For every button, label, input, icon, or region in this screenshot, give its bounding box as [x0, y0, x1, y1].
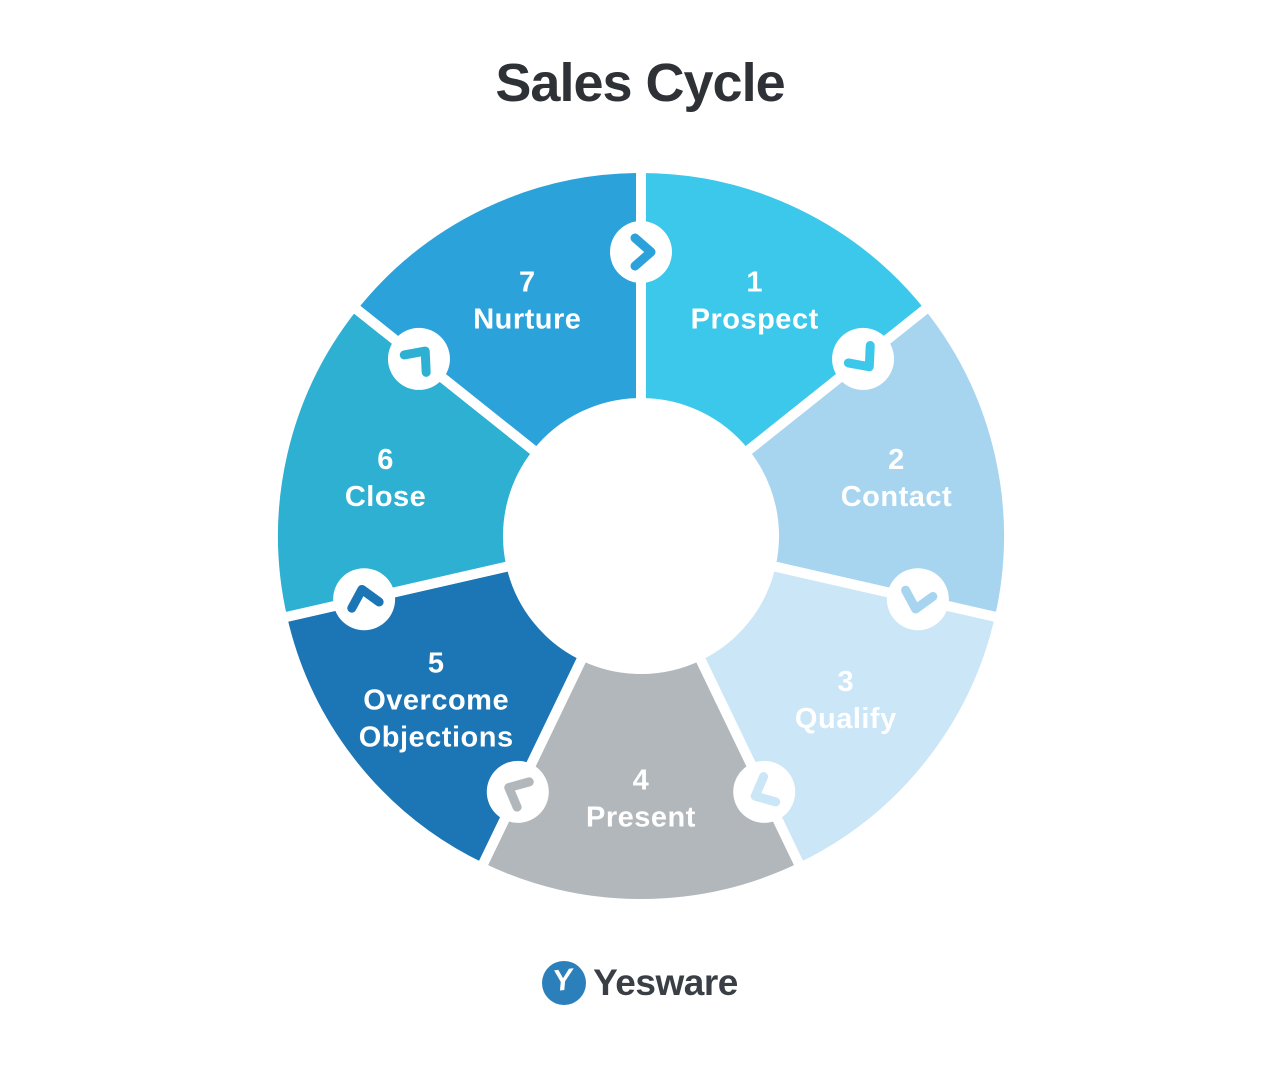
- segment-contact: [739, 301, 1014, 623]
- segment-nurture: [348, 163, 646, 459]
- chevron-right-icon: [486, 760, 549, 823]
- chevron-right-icon: [886, 568, 949, 631]
- brand-footer: Y Yesware: [0, 961, 1280, 1005]
- segment-present: [476, 650, 806, 909]
- chevron-right-icon: [333, 568, 396, 631]
- page-title: Sales Cycle: [495, 53, 785, 113]
- brand-name: Yesware: [593, 962, 738, 1003]
- chevron-right-icon: [733, 760, 796, 823]
- chevron-right-icon: [832, 327, 895, 390]
- chevron-right-icon: [610, 221, 672, 283]
- logo-letter: Y: [551, 963, 575, 999]
- yesware-logo-icon: Y: [542, 961, 587, 1005]
- chevron-right-icon: [387, 327, 450, 390]
- segment-close: [268, 301, 543, 623]
- segment-prospect: [636, 163, 934, 459]
